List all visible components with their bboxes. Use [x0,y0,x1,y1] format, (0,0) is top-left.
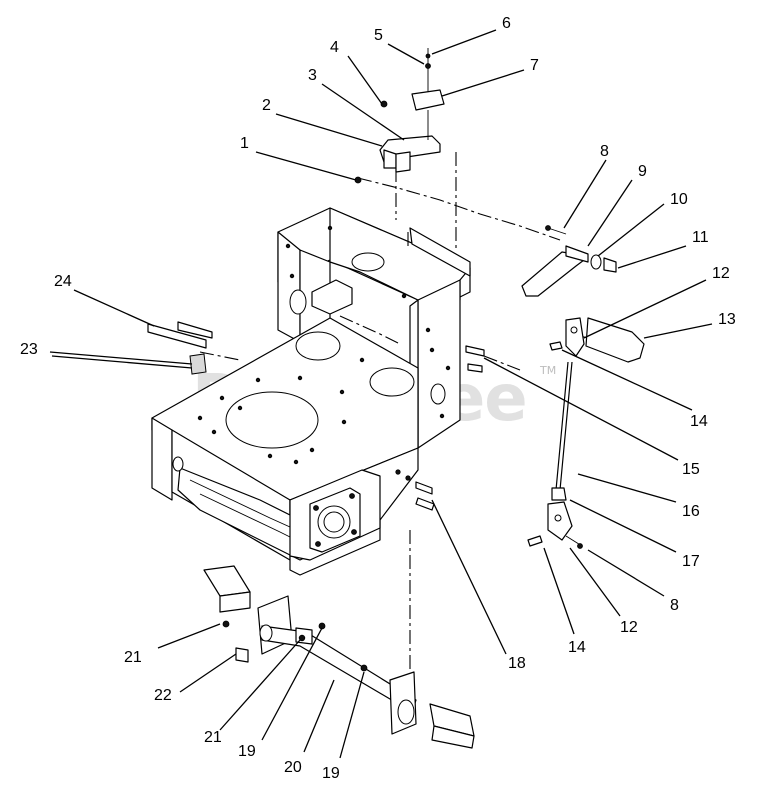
callout-14-lower: 14 [568,639,586,656]
callout-14: 14 [690,413,708,430]
axle-assembly [203,565,475,749]
top-bracket-assembly [354,48,445,184]
left-fasteners [147,321,213,375]
callout-23: 23 [20,341,38,358]
callout-19: 19 [238,743,256,760]
main-frame [151,207,471,576]
callout-numbers: 1 2 3 4 5 6 7 8 9 10 11 12 13 14 14 15 1… [20,15,736,782]
callout-8-lower: 8 [670,597,679,614]
leader-lines [49,29,713,759]
watermark-trademark: TM [539,364,556,377]
callout-6: 6 [502,15,511,32]
callout-18: 18 [508,655,526,672]
callout-7: 7 [530,57,539,74]
callout-12: 12 [712,265,730,282]
callout-5: 5 [374,27,383,44]
callout-15: 15 [682,461,700,478]
callout-11: 11 [692,229,709,246]
callout-24: 24 [54,273,72,290]
callout-16: 16 [682,503,700,520]
callout-12-lower: 12 [620,619,638,636]
callout-1: 1 [240,135,249,152]
callout-20: 20 [284,759,302,776]
callout-19-lower: 19 [322,765,340,782]
frame-fasteners [395,345,485,511]
callout-8: 8 [600,143,609,160]
callout-4: 4 [330,39,339,56]
callout-9: 9 [638,163,647,180]
callout-10: 10 [670,191,688,208]
callout-3: 3 [308,67,317,84]
callout-2: 2 [262,97,271,114]
callout-22: 22 [154,687,172,704]
callout-21: 21 [124,649,142,666]
lever-assembly [521,225,645,549]
centerlines [199,152,621,672]
callout-17: 17 [682,553,700,570]
callout-21-lower: 21 [204,729,222,746]
callout-13: 13 [718,311,736,328]
